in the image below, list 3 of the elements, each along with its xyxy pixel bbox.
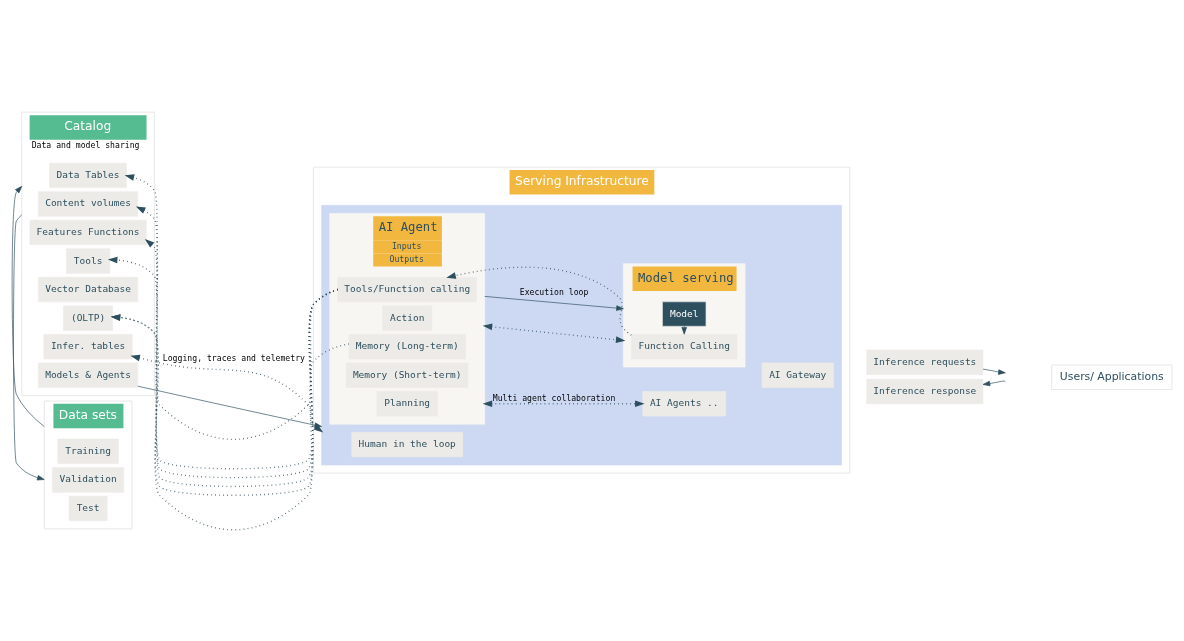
edge-label: Logging, traces and telemetry (162, 353, 305, 364)
edge-label: Execution loop (519, 287, 589, 298)
edge-label: Multi agent collaboration (492, 393, 616, 404)
